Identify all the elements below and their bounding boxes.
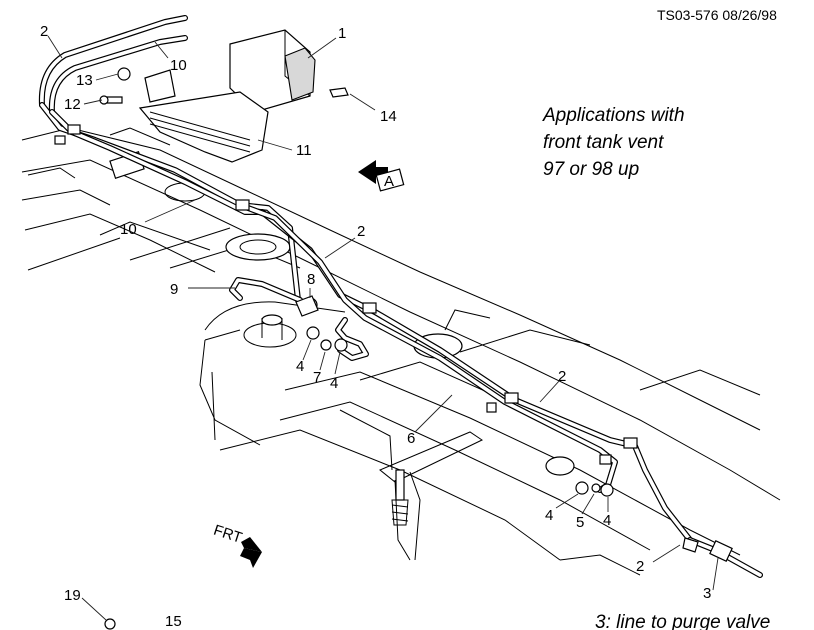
callout-10-top: 10 — [170, 57, 187, 74]
body-openings — [109, 151, 575, 476]
evap-canister — [229, 29, 316, 113]
note-line-3: 97 or 98 up — [543, 159, 639, 180]
callout-2-mid: 2 — [357, 223, 365, 240]
callout-2-top: 2 — [40, 23, 48, 40]
callout-4-c: 4 — [545, 507, 553, 524]
front-arrow-label: FRT — [211, 522, 244, 547]
callout-5: 5 — [576, 514, 584, 531]
canister-bracket — [138, 69, 269, 163]
callout-9: 9 — [170, 281, 178, 298]
callout-10-mid: 10 — [120, 221, 137, 238]
vapor-lines — [38, 15, 763, 578]
crossmember — [379, 431, 484, 526]
callout-7: 7 — [313, 369, 321, 386]
hardware — [99, 67, 733, 630]
callout-11: 11 — [296, 142, 312, 159]
drawing-code: TS03-576 08/26/98 — [657, 7, 777, 23]
callout-8: 8 — [307, 271, 315, 288]
callout-15: 15 — [165, 613, 182, 630]
callout-4-a: 4 — [296, 358, 304, 375]
callout-2-bottom: 2 — [636, 558, 644, 575]
callout-19: 19 — [64, 587, 81, 604]
callout-4-b: 4 — [330, 375, 338, 392]
callout-13: 13 — [76, 72, 93, 89]
callout-3: 3 — [703, 585, 711, 602]
callout-1: 1 — [338, 25, 346, 42]
fuel-tank — [204, 301, 346, 441]
view-arrow-a: A — [358, 160, 405, 192]
note-line-1: Applications with — [542, 105, 685, 126]
leader-lines — [47, 35, 719, 621]
footnote: 3: line to purge valve — [595, 612, 770, 630]
callout-6: 6 — [407, 430, 415, 447]
callout-12: 12 — [64, 96, 81, 113]
callout-4-d: 4 — [603, 512, 611, 529]
view-arrow-label: A — [384, 173, 394, 190]
front-arrow: FRT — [211, 522, 262, 568]
line-clips — [54, 124, 638, 465]
callout-14: 14 — [380, 108, 397, 125]
callout-2-right: 2 — [558, 368, 566, 385]
note-line-2: front tank vent — [543, 132, 664, 153]
